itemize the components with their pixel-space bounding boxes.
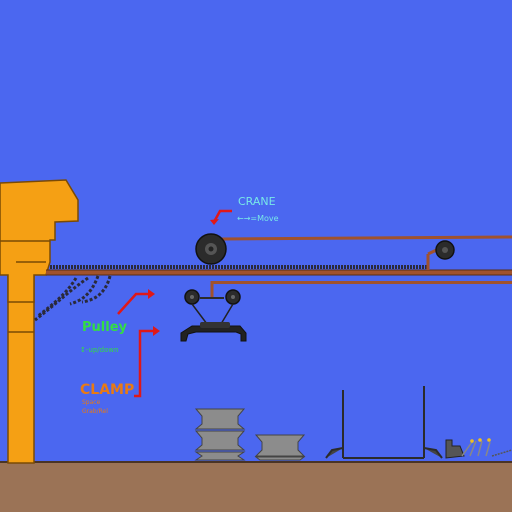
pulley-trolley[interactable] — [184, 289, 241, 325]
stone-block-stack[interactable] — [194, 408, 246, 461]
end-pulley-wheel — [435, 240, 455, 260]
crane-tower — [0, 179, 79, 464]
stone-block[interactable] — [254, 434, 306, 461]
crane-wheel[interactable] — [195, 233, 227, 265]
drop-zone-frame — [325, 386, 443, 459]
rail-beam — [46, 235, 512, 298]
clamp-hint-space: Space — [82, 399, 101, 406]
pulley-title: Pulley — [82, 320, 128, 335]
pulley-hint: ↕-up/down — [80, 346, 119, 354]
crane-arrow-icon — [212, 209, 232, 223]
clamp-hint-grab: Grab/Rel — [82, 408, 108, 415]
pulley-arrow-icon — [117, 292, 150, 315]
clamp-title: CLAMP — [80, 382, 134, 398]
clamp-arrow-head — [153, 326, 160, 336]
sky — [0, 0, 512, 462]
clamp[interactable] — [180, 322, 247, 342]
pulley-arrow-head — [148, 289, 155, 299]
small-machinery — [445, 438, 512, 459]
crane-arrow-head — [210, 219, 219, 225]
clamp-arrow-icon — [134, 329, 155, 398]
crane-chains — [34, 275, 112, 322]
ground — [0, 461, 512, 512]
crane-hint: ←→=Move — [237, 214, 279, 223]
crane-title: CRANE — [238, 195, 276, 208]
